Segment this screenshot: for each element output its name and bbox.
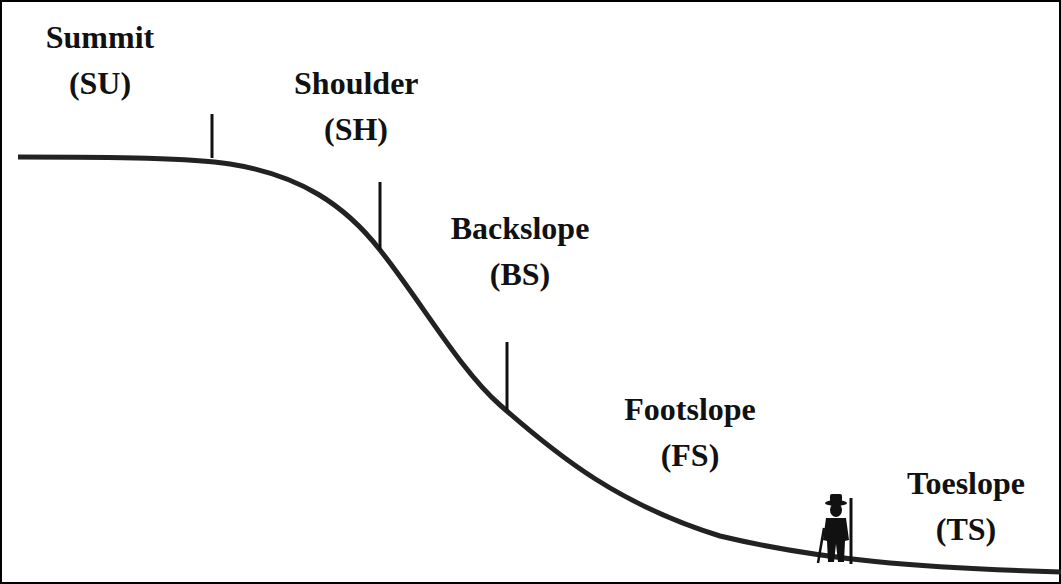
zone-label: Summit (SU) — [38, 12, 162, 108]
zone-label: Backslope (BS) — [443, 203, 598, 299]
slope-profile — [18, 157, 1061, 572]
zone-label: Shoulder (SH) — [286, 58, 426, 154]
boundary-ticks — [212, 114, 851, 564]
zone-label: Toeslope (TS) — [899, 458, 1033, 554]
person-silhouette — [818, 494, 849, 563]
zone-label: Footslope (FS) — [616, 384, 764, 480]
